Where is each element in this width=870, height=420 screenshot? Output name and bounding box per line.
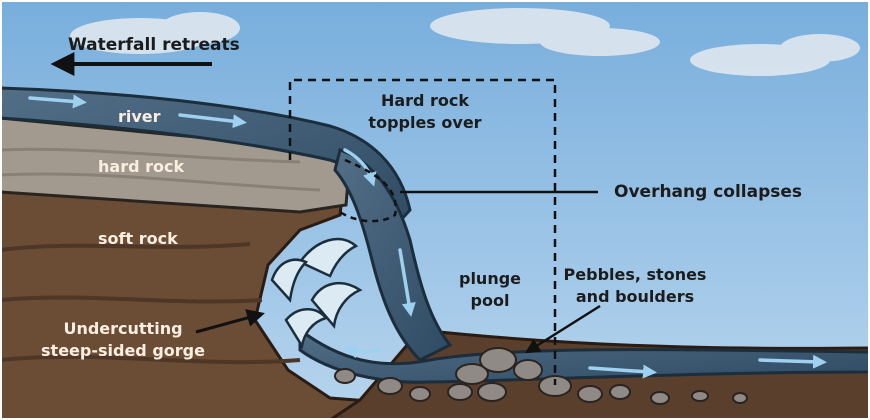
pebbles-line-1: Pebbles, stones xyxy=(560,264,710,286)
pebbles-label: Pebbles, stones and boulders xyxy=(560,264,710,308)
topples-line-2: topples over xyxy=(360,112,490,134)
soft-rock-label: soft rock xyxy=(98,228,178,250)
plunge-line-2: pool xyxy=(450,290,530,312)
topples-line-1: Hard rock xyxy=(360,90,490,112)
river-label: river xyxy=(118,106,161,128)
pebbles-line-2: and boulders xyxy=(560,286,710,308)
plunge-pool-label: plunge pool xyxy=(450,268,530,312)
undercutting-line-1: Undercutting xyxy=(28,318,218,340)
overhang-label: Overhang collapses xyxy=(614,181,802,203)
retreat-label: Waterfall retreats xyxy=(68,34,240,56)
topples-label: Hard rock topples over xyxy=(360,90,490,134)
hard-rock-label: hard rock xyxy=(98,156,184,178)
plunge-line-1: plunge xyxy=(450,268,530,290)
undercutting-line-2: steep-sided gorge xyxy=(28,340,218,362)
undercutting-label: Undercutting steep-sided gorge xyxy=(28,318,218,362)
